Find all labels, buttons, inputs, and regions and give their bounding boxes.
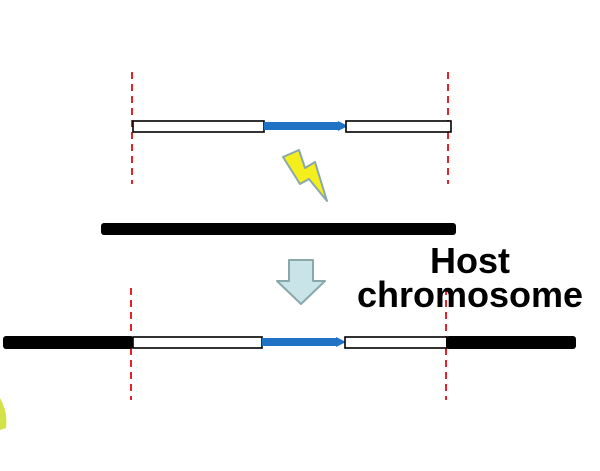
left-homology-arm-integrated	[132, 336, 263, 349]
down-arrow-icon	[276, 259, 326, 305]
host-chromosome-label-line2: chromosome	[356, 274, 584, 315]
left-homology-arm	[132, 120, 265, 133]
right-homology-arm	[345, 120, 452, 133]
lightning-bolt-icon	[282, 149, 328, 202]
left-chromosome-segment	[3, 336, 133, 349]
host-chromosome-bar	[101, 223, 456, 235]
integrated-chromosome	[3, 288, 576, 400]
right-homology-arm-integrated	[344, 336, 448, 349]
corner-decoration	[0, 398, 7, 430]
host-chromosome-label-line1: Host	[430, 240, 510, 281]
donor-construct	[131, 72, 452, 184]
right-chromosome-segment	[446, 336, 576, 349]
